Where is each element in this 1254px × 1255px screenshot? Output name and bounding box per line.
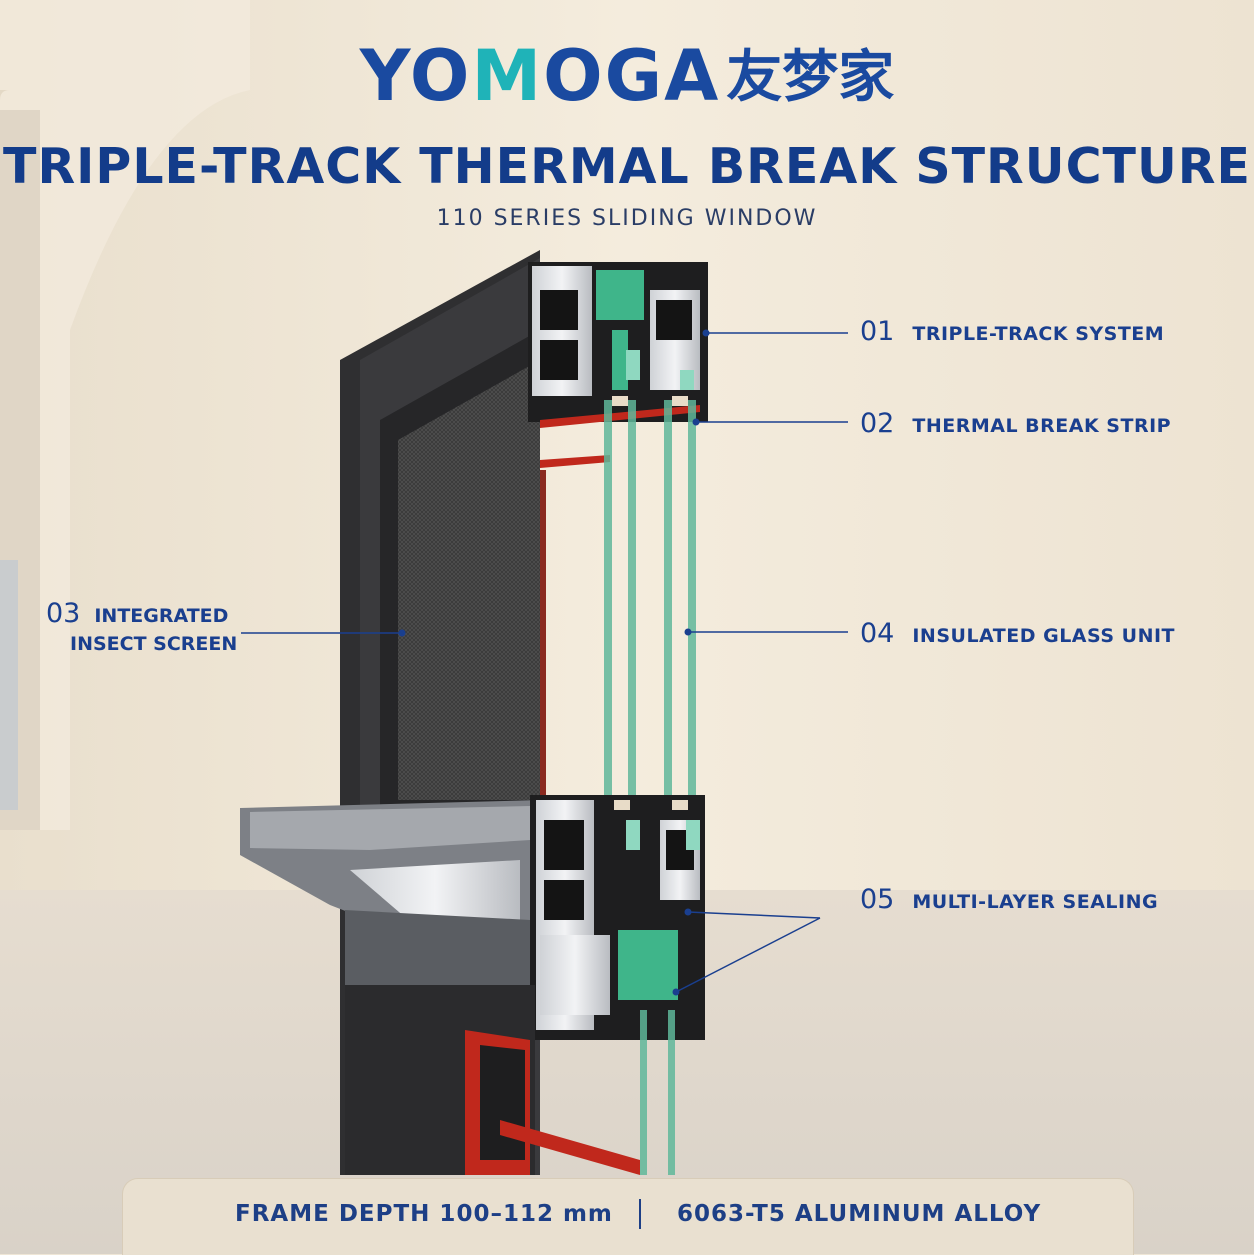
thermal-strip-top: [596, 270, 644, 320]
spec-footer: FRAME DEPTH 100–112 mm 6063-T5 ALUMINUM …: [122, 1178, 1134, 1255]
footer-divider: [639, 1199, 641, 1229]
page-title: TRIPLE-TRACK THERMAL BREAK STRUCTURE: [3, 138, 1251, 195]
alloy-spec: 6063-T5 ALUMINUM ALLOY: [677, 1201, 1042, 1227]
brand-name: YOMOGA: [359, 35, 721, 117]
brand-name-cn: 友梦家: [726, 45, 895, 110]
frame-depth-spec: FRAME DEPTH 100–112 mm: [235, 1201, 613, 1227]
insect-screen: [398, 360, 540, 800]
page-subtitle: 110 SERIES SLIDING WINDOW: [436, 206, 818, 231]
thermal-strip-bottom: [618, 930, 678, 1000]
